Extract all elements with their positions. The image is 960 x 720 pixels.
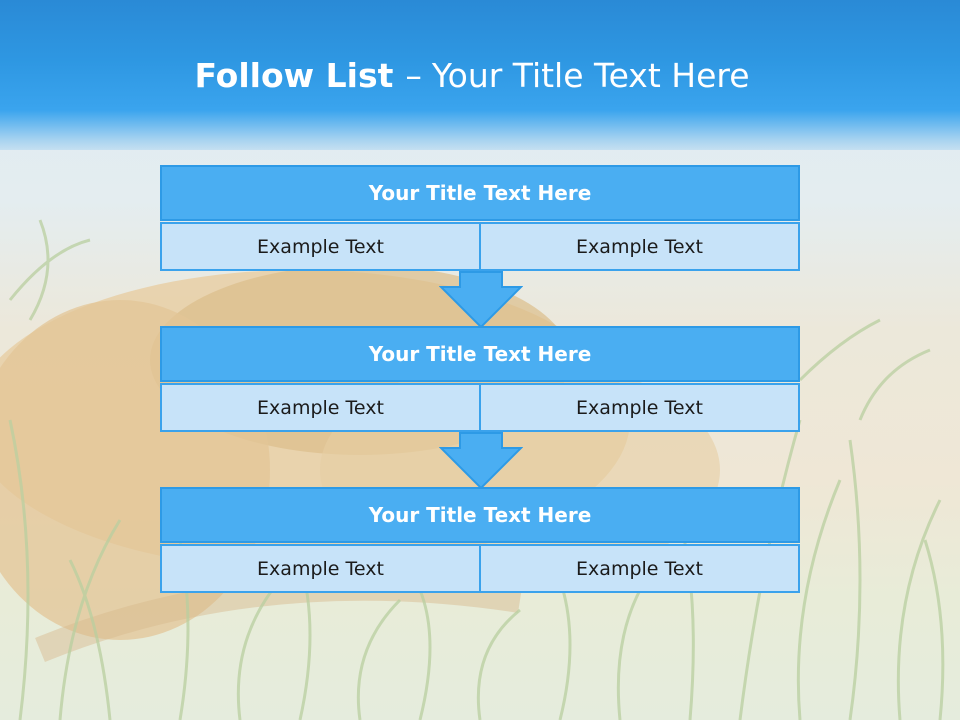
list-block-1: Your Title Text Here Example Text Exampl… xyxy=(160,165,800,271)
down-arrow-icon xyxy=(439,432,523,490)
block-cell-right: Example Text xyxy=(481,544,800,593)
block-cell-left: Example Text xyxy=(160,544,481,593)
slide-title-dash: – xyxy=(405,56,422,95)
list-block-3: Your Title Text Here Example Text Exampl… xyxy=(160,487,800,593)
block-title: Your Title Text Here xyxy=(160,326,800,382)
block-cell-right: Example Text xyxy=(481,383,800,432)
title-banner xyxy=(0,0,960,150)
list-block-2: Your Title Text Here Example Text Exampl… xyxy=(160,326,800,432)
slide-title: Follow List–Your Title Text Here xyxy=(0,54,944,98)
block-row: Example Text Example Text xyxy=(160,222,800,271)
block-row: Example Text Example Text xyxy=(160,383,800,432)
block-cell-right: Example Text xyxy=(481,222,800,271)
block-cell-left: Example Text xyxy=(160,383,481,432)
slide-title-bold: Follow List xyxy=(194,56,394,95)
block-title: Your Title Text Here xyxy=(160,487,800,543)
block-row: Example Text Example Text xyxy=(160,544,800,593)
block-title: Your Title Text Here xyxy=(160,165,800,221)
slide-title-rest: Your Title Text Here xyxy=(431,56,750,95)
block-cell-left: Example Text xyxy=(160,222,481,271)
down-arrow-icon xyxy=(439,271,523,329)
